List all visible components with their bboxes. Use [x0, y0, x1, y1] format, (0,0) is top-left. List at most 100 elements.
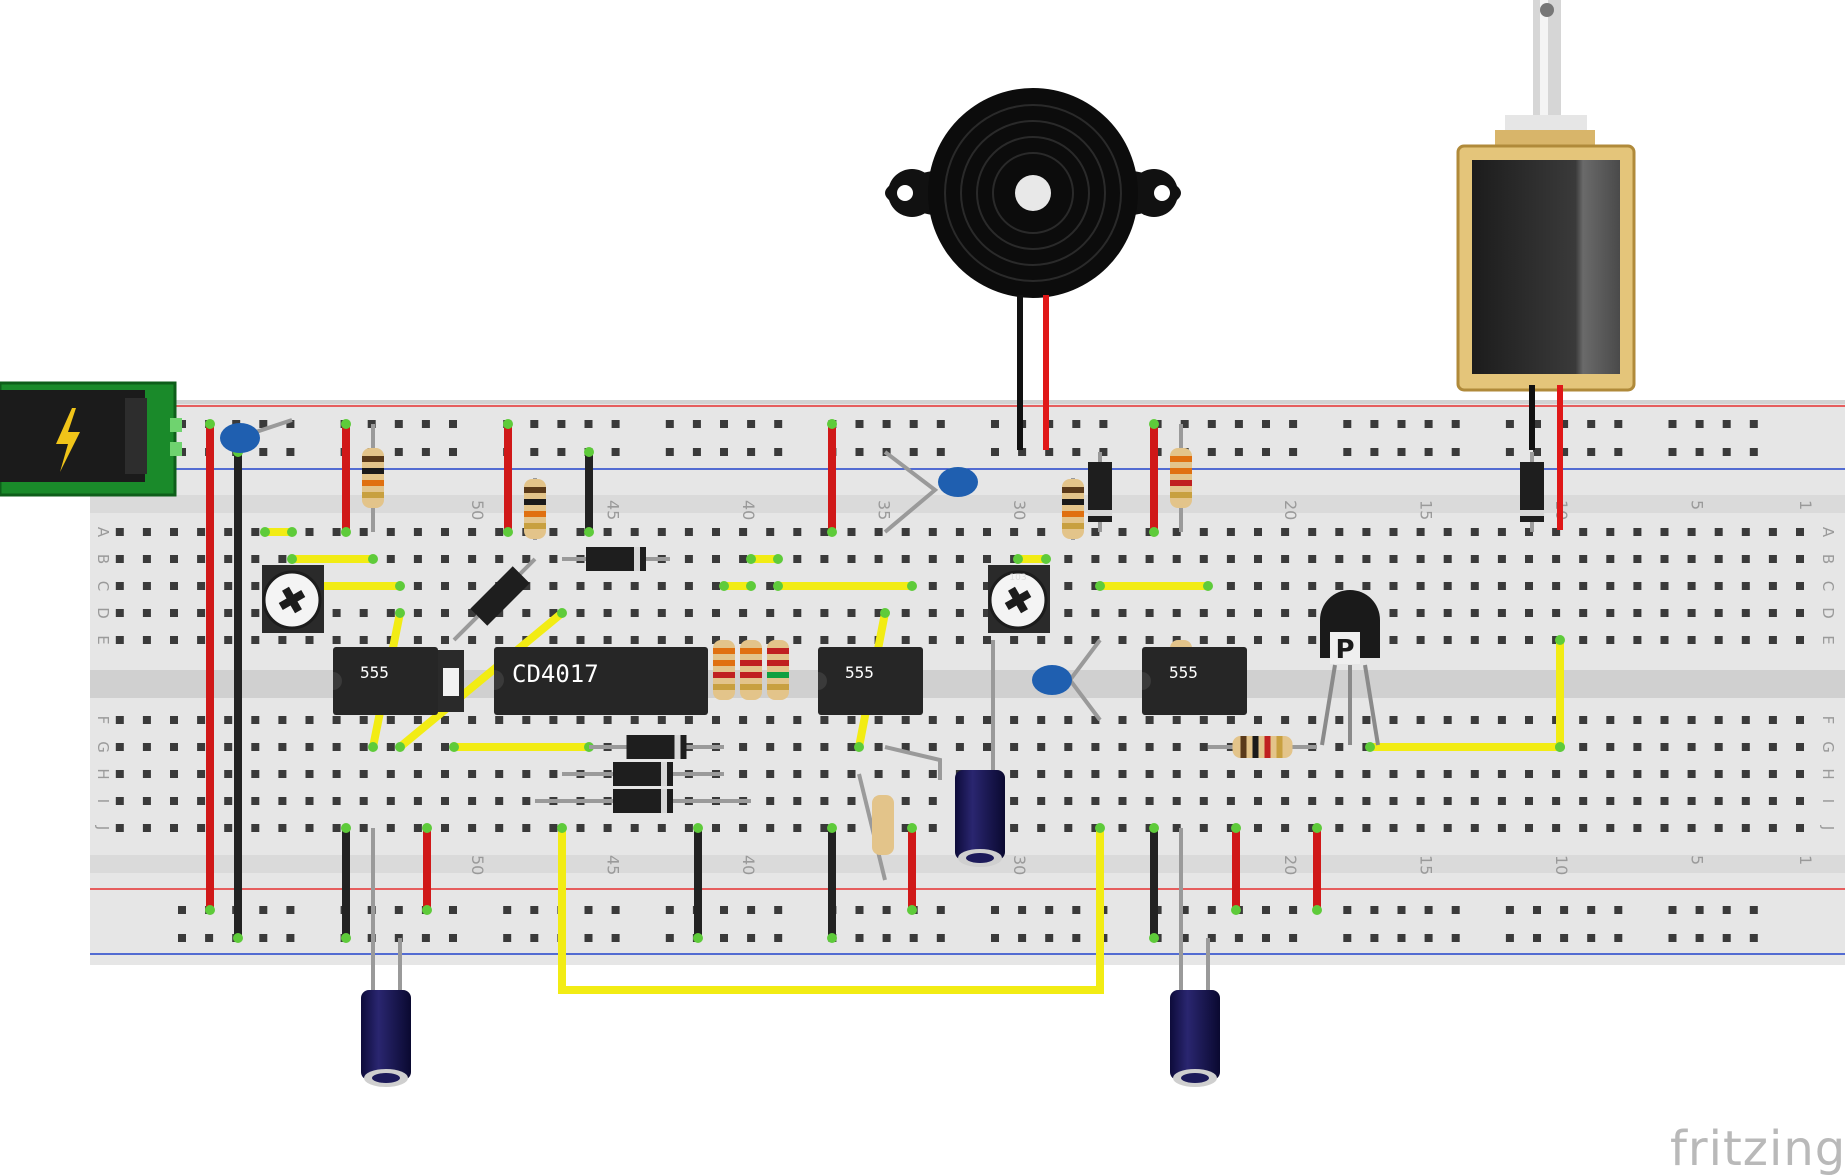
dc-power-jack[interactable] [0, 381, 182, 497]
hole [1281, 555, 1290, 563]
hole [1714, 824, 1723, 832]
hole [1741, 555, 1750, 563]
resistor-band [740, 672, 762, 678]
hole [441, 528, 449, 536]
column-number-top: 1 [1796, 500, 1815, 510]
wire-end [422, 905, 432, 915]
column-number-top: 45 [604, 500, 623, 520]
ic-cd4017[interactable]: CD4017 [494, 647, 708, 715]
hole [1064, 582, 1073, 590]
hole [603, 582, 612, 590]
wire-end [260, 527, 270, 537]
rail-hole [394, 448, 403, 456]
row-letter: H [94, 768, 112, 779]
hole [251, 582, 260, 590]
piezo-buzzer[interactable] [885, 88, 1181, 450]
rail-hole [584, 420, 593, 428]
hole [1091, 770, 1100, 778]
hole [1118, 743, 1127, 751]
resistor-band [1264, 736, 1271, 758]
hole [1796, 797, 1804, 805]
rail-hole [259, 448, 268, 456]
resistor-band [362, 480, 384, 486]
diode-band [661, 762, 667, 786]
rail-hole [1587, 448, 1596, 456]
hole [928, 528, 937, 536]
wire-end [287, 527, 297, 537]
hole [630, 636, 639, 644]
hole [522, 555, 531, 563]
hole [1796, 824, 1804, 832]
hole [1308, 716, 1317, 724]
hole [1579, 609, 1588, 617]
ic-555-u1[interactable]: 555 [333, 647, 438, 715]
hole [657, 582, 666, 590]
hole [224, 582, 233, 590]
hole [684, 555, 693, 563]
hole [468, 582, 477, 590]
hole [1091, 797, 1100, 805]
hole [576, 582, 585, 590]
slide-switch[interactable] [438, 650, 464, 712]
electrolytic-capacitor [955, 770, 1005, 860]
trimmer-potentiometer-1[interactable] [262, 565, 324, 633]
hole [901, 528, 910, 536]
hole [495, 824, 504, 832]
resistor-band [524, 487, 546, 493]
wire-end [907, 905, 917, 915]
row-letter: G [94, 741, 112, 753]
rail-hole [1397, 934, 1406, 942]
hole [1308, 797, 1317, 805]
hole [1226, 636, 1235, 644]
rail-hole [1018, 906, 1027, 914]
hole [603, 609, 612, 617]
hole [1497, 716, 1506, 724]
hole [1199, 797, 1208, 805]
hole [1037, 770, 1046, 778]
hole [1172, 609, 1181, 617]
hole [332, 743, 341, 751]
trimmer-potentiometer-2[interactable]: 103 [988, 565, 1050, 633]
ic-555-u4[interactable]: 555 [1142, 647, 1247, 715]
hole [441, 824, 449, 832]
resistor-band [1062, 499, 1084, 505]
wire-end [584, 447, 594, 457]
wire-end [854, 742, 864, 752]
rail-hole [1451, 906, 1460, 914]
hole [1660, 797, 1669, 805]
solenoid[interactable] [1456, 0, 1636, 530]
rail-hole [747, 906, 756, 914]
rail-hole [855, 906, 864, 914]
hole [657, 528, 666, 536]
hole [1064, 824, 1073, 832]
hole [224, 797, 233, 805]
rail-hole [1749, 420, 1758, 428]
resistor-band [362, 456, 384, 462]
hole [1470, 609, 1479, 617]
rail-hole [1560, 420, 1569, 428]
hole [197, 770, 206, 778]
hole [1633, 797, 1642, 805]
hole [142, 743, 151, 751]
hole [468, 636, 477, 644]
hole [170, 797, 178, 805]
hole [766, 528, 775, 536]
ic-555-u3[interactable]: 555 [818, 647, 923, 715]
rail-hole [882, 934, 891, 942]
transistor[interactable]: P [1320, 590, 1380, 746]
hole [441, 716, 449, 724]
hole [359, 743, 368, 751]
hole [522, 770, 531, 778]
hole [793, 743, 802, 751]
wire-end [1149, 823, 1159, 833]
wire-end [503, 419, 513, 429]
hole [1525, 582, 1533, 590]
rail-hole [421, 448, 430, 456]
hole [1741, 797, 1750, 805]
wire-end [557, 608, 567, 618]
resistor-band [1252, 736, 1259, 758]
rail-hole [178, 906, 186, 914]
rail-hole [909, 420, 918, 428]
rail-hole [774, 934, 783, 942]
hole [386, 609, 395, 617]
